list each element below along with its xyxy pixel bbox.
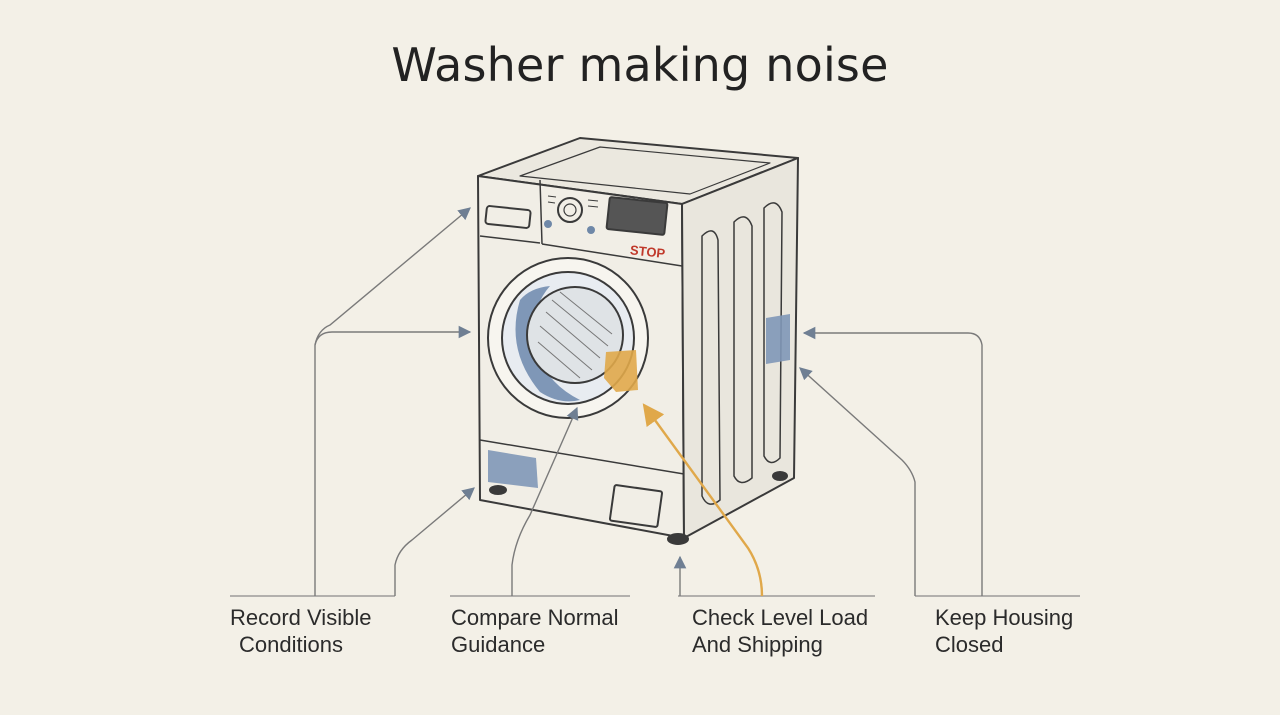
machine-side [681, 157, 799, 539]
leader-lines [314, 207, 983, 596]
label-compare-normal-guidance: Compare Normal Guidance [451, 604, 619, 658]
label-check-level-load: Check Level Load And Shipping [692, 604, 868, 658]
filter-cover [608, 484, 664, 528]
label-line: Keep Housing [935, 605, 1074, 630]
display-panel [605, 196, 669, 236]
leader-record-top [314, 207, 471, 596]
label-line: And Shipping [692, 632, 823, 657]
leader-keep-low [799, 367, 916, 596]
detergent-drawer [484, 205, 532, 229]
page-title: Washer making noise [391, 38, 889, 92]
leader-check-orange [642, 403, 764, 597]
leader-record-low [394, 487, 475, 596]
label-line: Conditions [239, 632, 343, 657]
label-line: Check Level Load [692, 605, 869, 630]
label-line: Closed [935, 632, 1004, 657]
washing-machine [477, 137, 799, 545]
stop-badge: STOP [629, 242, 666, 261]
label-line: Record Visible [230, 605, 372, 630]
leader-compare [511, 406, 579, 596]
label-line: Guidance [451, 632, 546, 657]
door-glass [526, 286, 624, 384]
leader-record-mid [314, 325, 472, 346]
label-record-visible-conditions: Record Visible Conditions [230, 604, 371, 658]
control-knob [557, 197, 583, 223]
label-line: Compare Normal [451, 605, 619, 630]
label-keep-housing-closed: Keep Housing Closed [935, 604, 1073, 658]
leader-keep-top [802, 326, 983, 596]
